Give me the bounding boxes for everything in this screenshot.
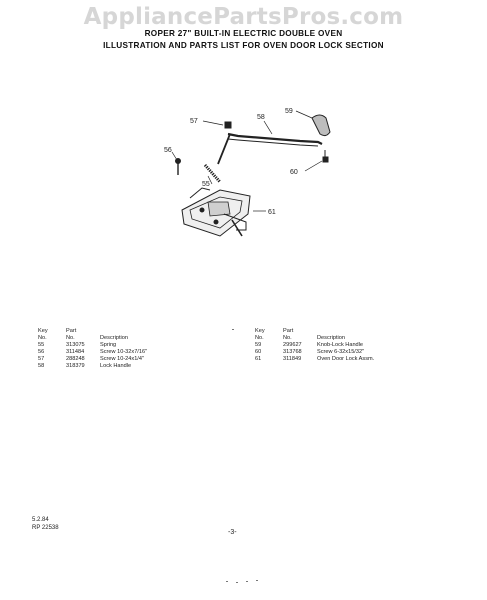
knob-part xyxy=(311,114,331,137)
parts-illustration: 57 58 59 56 60 55 61 xyxy=(164,108,331,237)
part-header: No. xyxy=(283,335,292,341)
callout-61: 61 xyxy=(268,209,276,216)
key-cell: 58 xyxy=(38,363,45,369)
screw-57-part xyxy=(224,121,232,129)
key-cell: 56 xyxy=(38,349,45,355)
table-row: 55 313075 Spring xyxy=(38,342,220,349)
key-cell: 55 xyxy=(38,342,45,348)
key-cell: 60 xyxy=(255,349,262,355)
parts-table-left: Key Part No. No. Description 55 313075 S… xyxy=(38,328,220,370)
table-row: 60 313768 Screw 6-32x15/32" xyxy=(255,349,437,356)
footer-reference: RP 22538 xyxy=(32,525,59,531)
key-cell: 57 xyxy=(38,356,45,362)
page-title: ROPER 27" BUILT-IN ELECTRIC DOUBLE OVEN xyxy=(144,29,343,38)
scan-speck xyxy=(232,329,234,330)
callout-56: 56 xyxy=(164,147,172,154)
part-cell: 313075 xyxy=(66,342,85,348)
footer-date: 5.2.84 xyxy=(32,517,49,523)
part-header: Part xyxy=(66,328,77,334)
description-cell: Spring xyxy=(100,342,117,348)
scan-speck xyxy=(256,580,258,581)
key-cell: 59 xyxy=(255,342,262,348)
callout-55: 55 xyxy=(202,181,210,188)
part-header: No. xyxy=(66,335,75,341)
page-number: -3- xyxy=(228,529,237,536)
description-cell: Screw 10-24x1/4" xyxy=(100,356,144,362)
screw-60-part xyxy=(322,156,329,163)
table-row: 58 318379 Lock Handle xyxy=(38,363,220,370)
part-cell: 313768 xyxy=(283,349,302,355)
part-cell: 318379 xyxy=(66,363,85,369)
scan-speck xyxy=(246,581,248,582)
spring-part xyxy=(203,164,222,183)
callout-60: 60 xyxy=(290,169,298,176)
callout-59: 59 xyxy=(285,108,293,115)
part-cell: 311484 xyxy=(66,349,85,355)
table-row: 59 299627 Knob-Lock Handle xyxy=(255,342,437,349)
description-cell: Lock Handle xyxy=(100,363,132,369)
part-cell: 311849 xyxy=(283,356,302,362)
lock-handle-part xyxy=(227,132,323,145)
scan-speck xyxy=(226,581,228,582)
table-row: 61 311849 Oven Door Lock Assm. xyxy=(255,356,437,363)
description-header: Description xyxy=(317,335,345,341)
key-header: Key xyxy=(38,328,48,334)
scan-speck xyxy=(236,582,238,583)
key-cell: 61 xyxy=(255,356,262,362)
table-row: 56 311484 Screw 10-32x7/16" xyxy=(38,349,220,356)
part-cell: 299627 xyxy=(283,342,302,348)
key-header: No. xyxy=(38,335,47,341)
watermark: AppliancePartsPros.com xyxy=(83,4,404,30)
callout-58: 58 xyxy=(257,114,265,121)
description-cell: Screw 10-32x7/16" xyxy=(100,349,148,355)
key-header: No. xyxy=(255,335,264,341)
table-row: 57 288248 Screw 10-24x1/4" xyxy=(38,356,220,363)
description-cell: Knob-Lock Handle xyxy=(317,342,364,348)
callout-57: 57 xyxy=(190,118,198,125)
key-header: Key xyxy=(255,328,265,334)
description-header: Description xyxy=(100,335,128,341)
description-cell: Oven Door Lock Assm. xyxy=(317,356,375,362)
part-cell: 288248 xyxy=(66,356,85,362)
page-subtitle: ILLUSTRATION AND PARTS LIST FOR OVEN DOO… xyxy=(103,41,384,50)
description-cell: Screw 6-32x15/32" xyxy=(317,349,365,355)
parts-table-right: Key Part No. No. Description 59 299627 K… xyxy=(255,328,437,363)
part-header: Part xyxy=(283,328,294,334)
